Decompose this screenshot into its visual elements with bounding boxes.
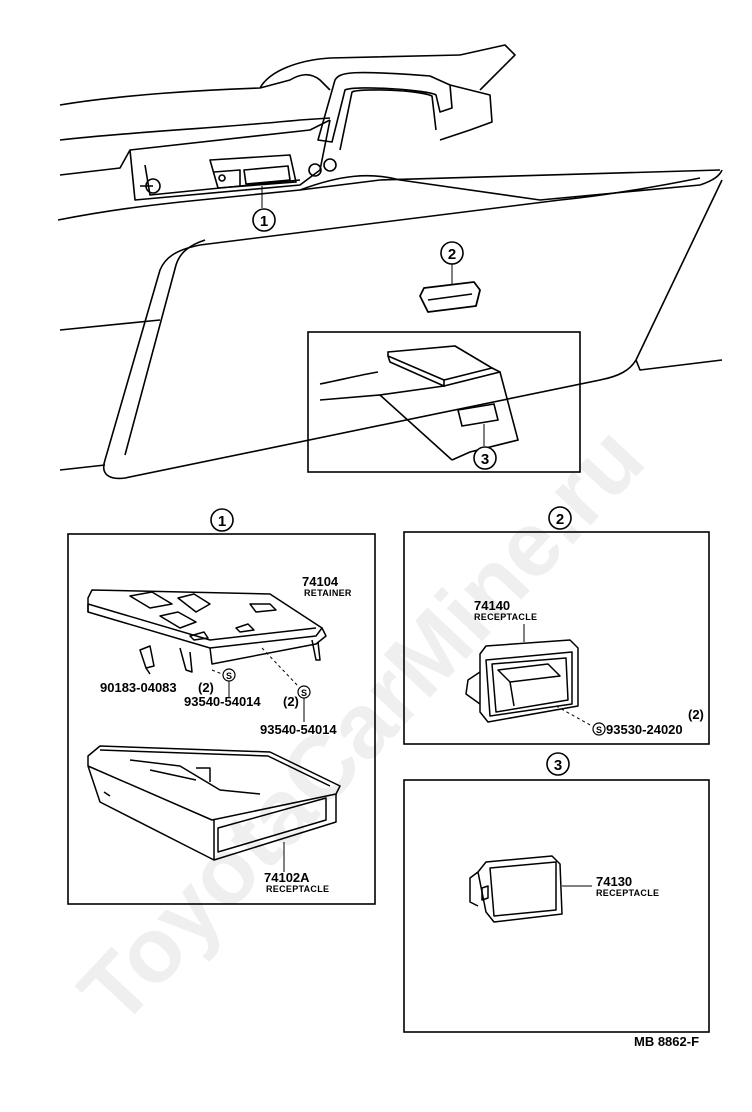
part-74130-name: RECEPTACLE [596, 888, 659, 898]
part-90183-04083-number: 90183-04083 [100, 680, 177, 695]
part-74102a-number: 74102A [264, 870, 310, 885]
console-inset [307, 331, 581, 473]
svg-text:1: 1 [218, 513, 226, 530]
section-1-labels: 74104 RETAINER 90183-04083 (2) 93540-540… [100, 574, 352, 894]
svg-text:S: S [226, 671, 232, 681]
retainer-leaders [211, 647, 299, 687]
s-marker-2: S [592, 722, 606, 736]
part-93530-24020-qty: (2) [688, 707, 704, 722]
callout-2-section: 2 [548, 506, 572, 530]
part-93540-54014-a-number: 93540-54014 [184, 694, 261, 709]
section-3-labels: 74130 RECEPTACLE [596, 874, 659, 898]
part-74140-name: RECEPTACLE [474, 612, 537, 622]
callout-1-overview: 1 [252, 208, 276, 232]
svg-text:3: 3 [554, 757, 562, 774]
part-93530-24020-number: 93530-24020 [606, 722, 683, 737]
section-2-frame [403, 531, 710, 745]
receptacle-74102a-drawing [87, 745, 341, 861]
section-1-frame [67, 533, 376, 905]
part-74104-number: 74104 [302, 574, 339, 589]
diagram-code: MB 8862-F [634, 1034, 699, 1049]
svg-text:S: S [301, 688, 307, 698]
section-3-frame [403, 779, 710, 1033]
overview-drawing [57, 44, 723, 480]
part-90183-04083-qty: (2) [198, 680, 214, 695]
svg-text:3: 3 [481, 451, 489, 468]
part-93540-54014-a-qty: (2) [283, 694, 299, 709]
s-marker-1a: S [222, 668, 236, 682]
callout-3-overview: 3 [473, 446, 497, 470]
callout-1-section: 1 [210, 508, 234, 532]
part-74140-number: 74140 [474, 598, 510, 613]
svg-text:2: 2 [448, 246, 456, 263]
part-74130-number: 74130 [596, 874, 632, 889]
section-2-labels: 74140 RECEPTACLE (2) 93530-24020 [474, 598, 704, 737]
svg-text:S: S [596, 725, 602, 735]
watermark-text: ToyotaCarMine.ru [60, 407, 663, 1044]
svg-text:1: 1 [260, 213, 268, 230]
part-74102a-name: RECEPTACLE [266, 884, 329, 894]
receptacle-74130-drawing [469, 855, 563, 923]
part-93540-54014-b-number: 93540-54014 [260, 722, 337, 737]
receptacle-74140-drawing [465, 639, 579, 723]
callout-2-overview: 2 [440, 241, 464, 265]
s-marker-1b: S [297, 685, 311, 699]
svg-text:2: 2 [556, 511, 564, 528]
part-74104-name: RETAINER [304, 588, 352, 598]
retainer-drawing [87, 589, 327, 675]
callout-3-section: 3 [546, 752, 570, 776]
